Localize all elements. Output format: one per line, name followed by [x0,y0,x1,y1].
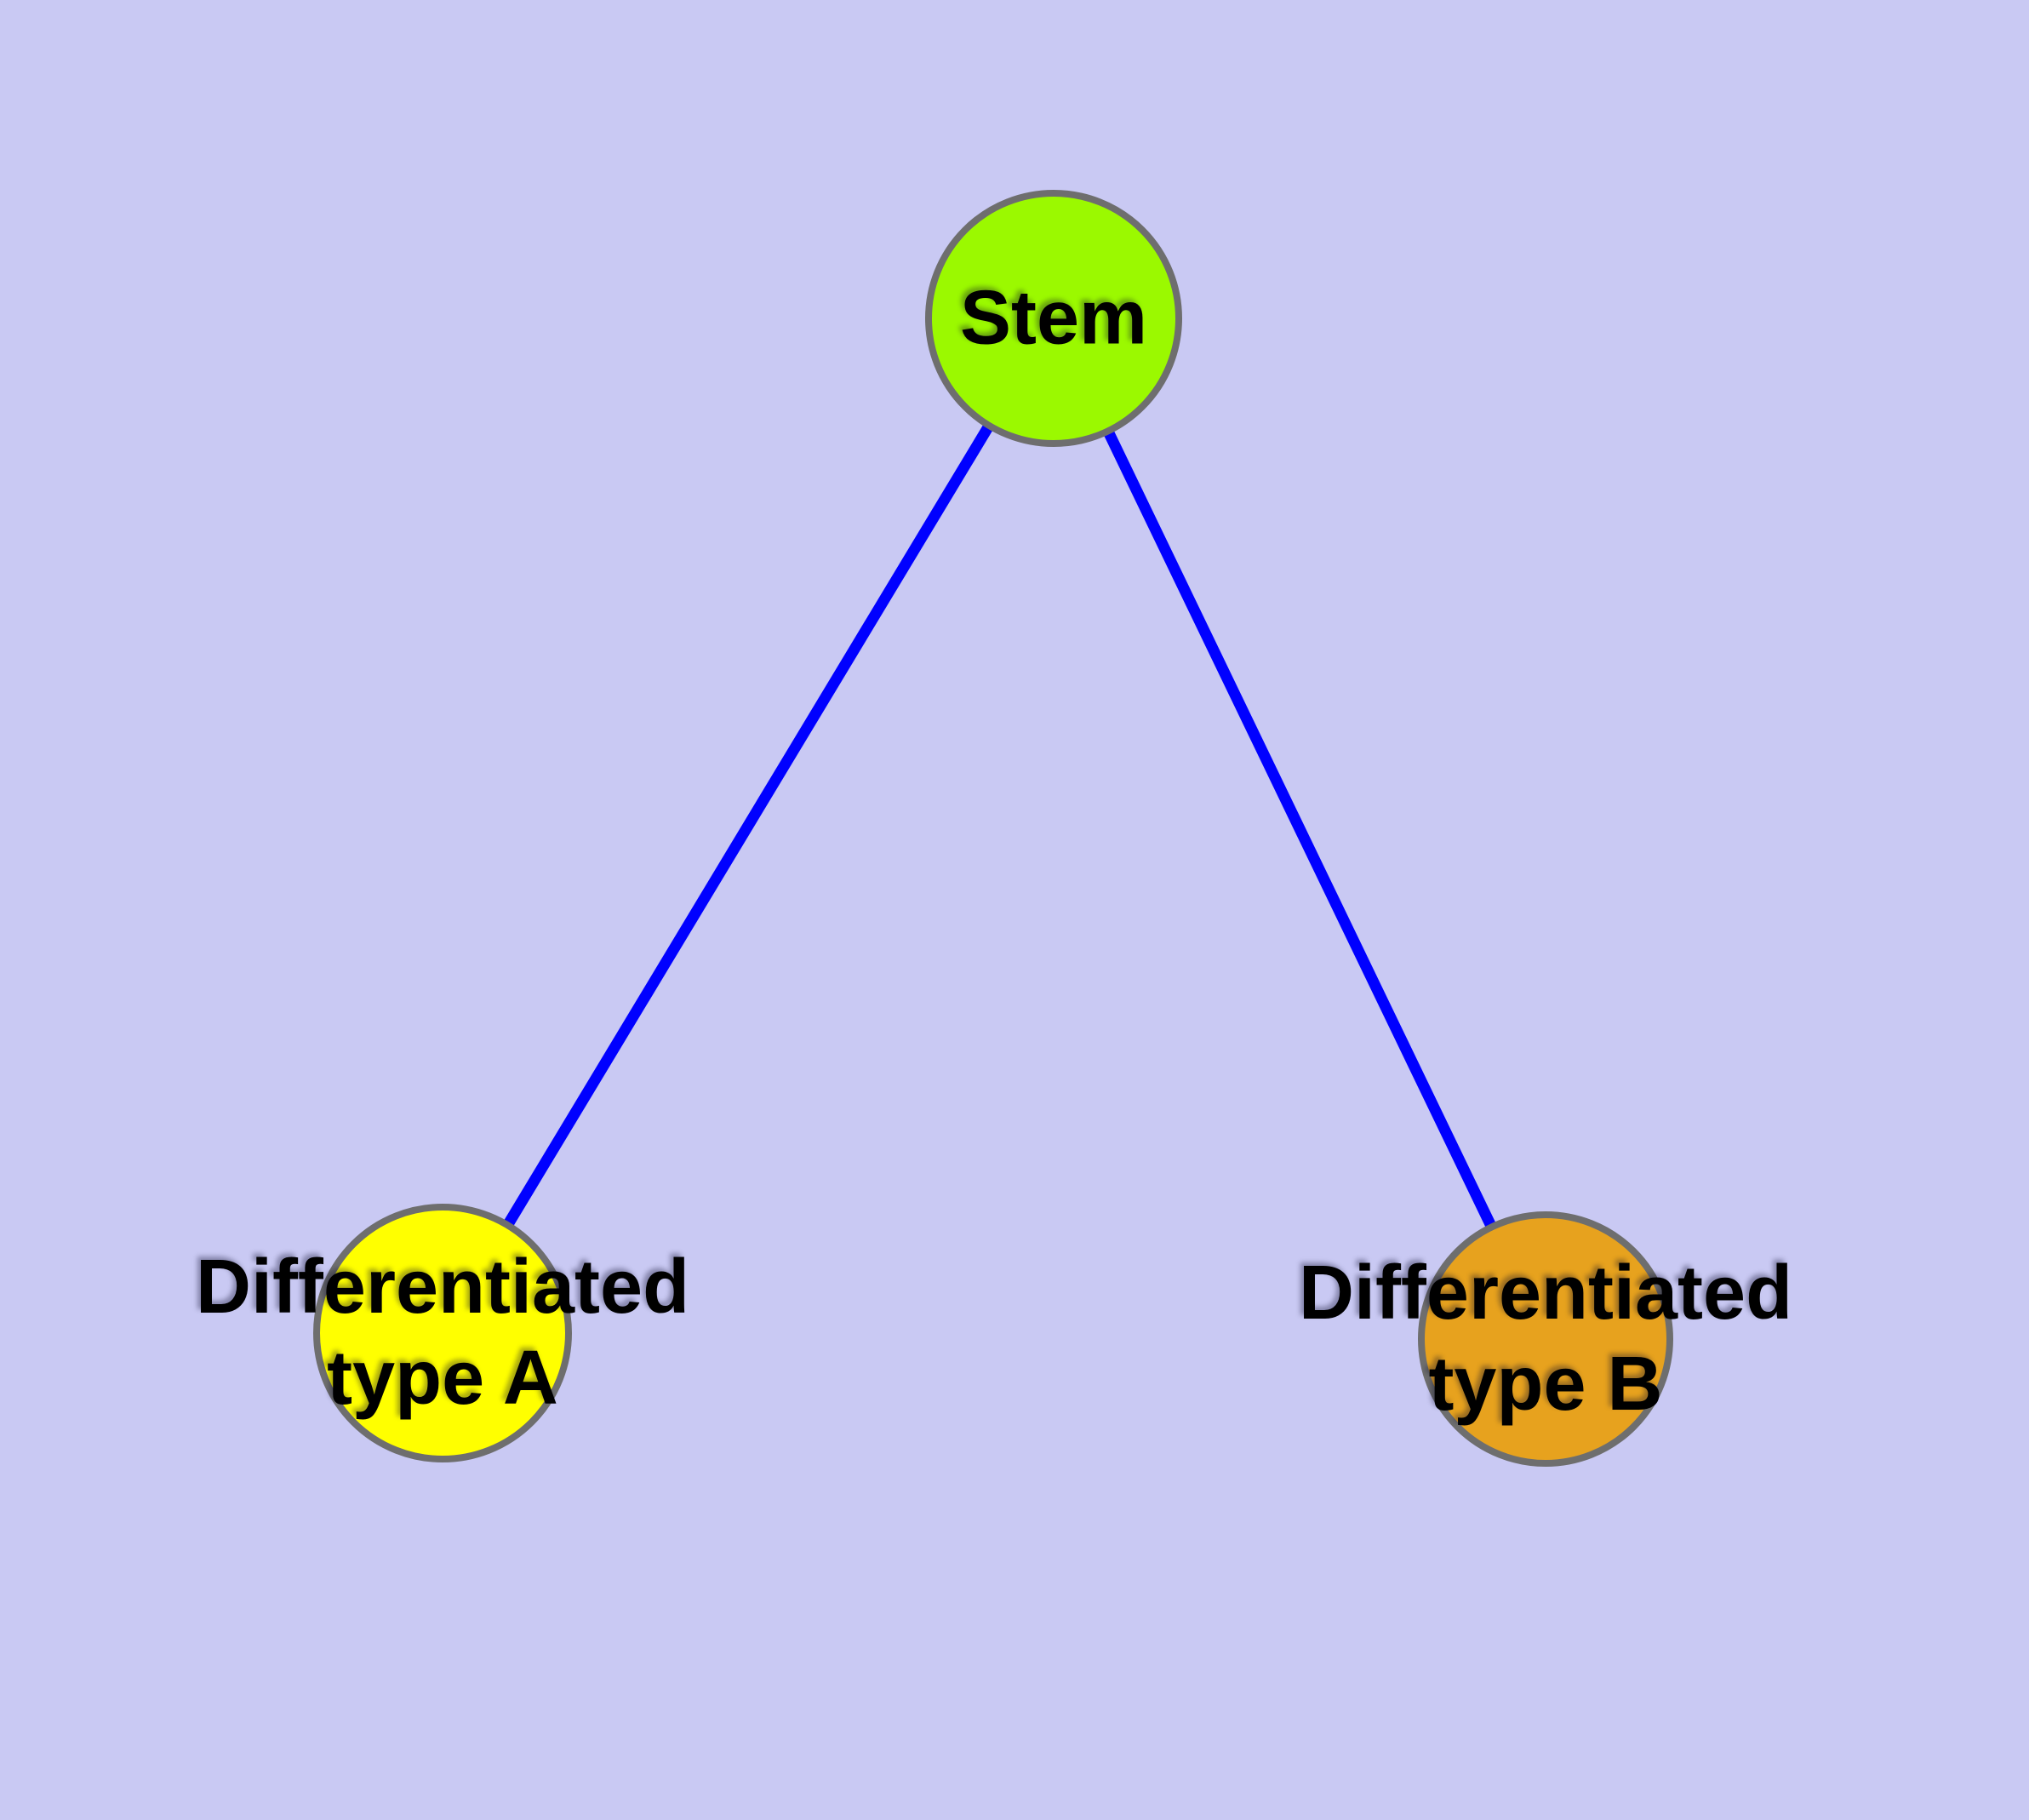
node-differentiated-type-b-label: Differentiated type B [1298,1250,1793,1427]
node-stem: Stem [925,190,1182,447]
node-differentiated-type-a-label: Differentiated type A [195,1244,690,1421]
node-differentiated-type-a: Differentiated type A [196,1204,689,1462]
edge-stem-to-type-b [1049,316,1551,1342]
edge-stem-to-type-a [437,315,1059,1336]
node-differentiated-type-b: Differentiated type B [1299,1211,1792,1467]
node-stem-label: Stem [959,275,1148,361]
